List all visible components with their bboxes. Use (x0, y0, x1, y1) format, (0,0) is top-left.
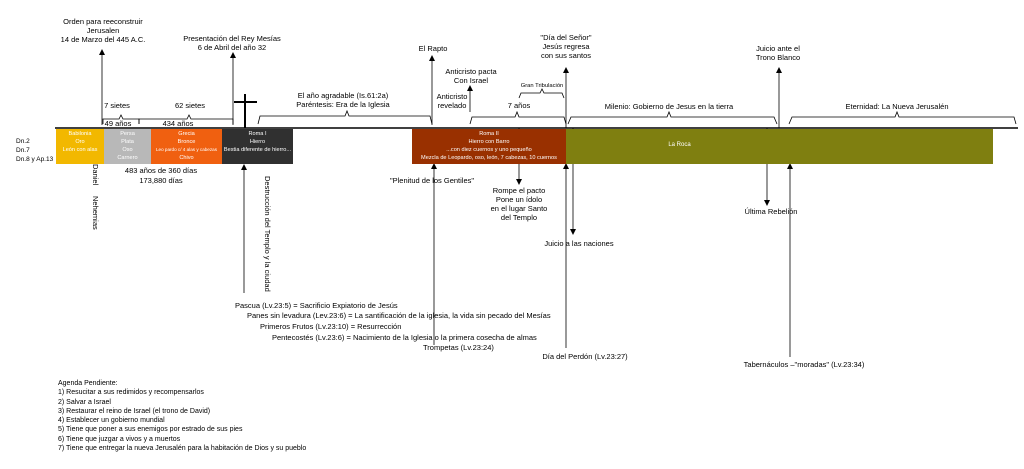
anticristo-pacta-line1: Anticristo pacta (445, 67, 497, 76)
label-49-anos: 49 años (104, 119, 132, 128)
seg-babilonia-line1: Babilonia (68, 131, 92, 137)
seg-roca-line1: La Roca (668, 142, 691, 148)
juicio-trono-line1: Juicio ante el (756, 44, 800, 53)
rompe-line1: Rompe el pacto (492, 186, 546, 195)
anticristo-revelado-line2: revelado (437, 101, 467, 110)
label-dn8: Dn.8 y Ap.13 (16, 156, 54, 163)
seg-persia-line4: Carnero (117, 155, 138, 161)
seg-grecia-line3: Leo pardo c/ 4 alas y cabezas (155, 147, 218, 152)
label-fiesta-pentecostes: Pentecostés (Lv.23:6) = Nacimiento de la… (272, 333, 537, 342)
label-tabernaculos: Tabernáculos –"moradas" (Lv.23:34) (743, 360, 865, 369)
agenda-item-7: 7) Tiene que entregar la nueva Jerusalén… (58, 445, 307, 453)
cross-icon (234, 94, 257, 128)
ano-agradable-line2: Paréntesis: Era de la Iglesia (296, 100, 390, 109)
seg-babilonia-line3: León con alas (62, 147, 98, 153)
orden-line3: 14 de Marzo del 445 A.C. (60, 35, 146, 44)
label-434-anos: 434 años (162, 119, 194, 128)
dia-senor-line1: "Día del Señor" (540, 33, 592, 42)
label-fiesta-primeros-frutos: Primeros Frutos (Lv.23:10) = Resurrecció… (260, 322, 402, 331)
ano-agradable-line1: El año agradable (Is.61:2a) (297, 91, 389, 100)
brace-eternidad (788, 110, 1017, 125)
agenda-item-4: 4) Establecer un gobierno mundial (58, 417, 165, 425)
segment-persia: Persa Plata Oso Carnero (104, 129, 151, 164)
segment-grecia: Grecia Bronce Leo pardo c/ 4 alas y cabe… (151, 129, 222, 164)
agenda-pendiente: Agenda Pendiente: 1) Resucitar a sus red… (58, 379, 306, 453)
agenda-item-6: 6) Tiene que juzgar a vivos y a muertos (58, 435, 181, 443)
label-dn2: Dn.2 (16, 138, 30, 145)
label-eternidad: Eternidad: La Nueva Jerusalén (845, 102, 949, 111)
seg-babilonia-line2: Oro (75, 139, 85, 145)
seg-roma-line2: Hierro (249, 139, 266, 145)
rompe-line4: del Templo (500, 213, 538, 222)
seg-persia-line1: Persa (120, 131, 135, 137)
anticristo-revelado-line1: Anticristo (436, 92, 468, 101)
seg-persia-line2: Plata (121, 139, 134, 145)
seg-roma2-line4: Mezcla de Leopardo, oso, león, 7 cabezas… (421, 155, 557, 161)
label-anticristo-revelado: Anticristo revelado (437, 92, 468, 110)
label-483-anos: 483 años de 360 días (124, 166, 198, 175)
agenda-item-5: 5) Tiene que poner a sus enemigos por es… (58, 426, 243, 434)
dia-senor-line3: con sus santos (540, 51, 592, 60)
orden-line1: Orden para reeconstruir (63, 17, 143, 26)
label-plenitud: "Plenitud de los Gentiles" (389, 176, 475, 185)
seg-roma2-line3: ...con diez cuernos y uno pequeño (446, 147, 532, 153)
label-orden: Orden para reeconstruir Jerusalen 14 de … (61, 17, 146, 44)
label-presentacion: Presentación del Rey Mesías 6 de Abril d… (183, 34, 281, 52)
juicio-trono-line2: Trono Blanco (755, 53, 801, 62)
rompe-line2: Pone un ídolo (495, 195, 543, 204)
agenda-title: Agenda Pendiente: (58, 380, 118, 387)
brace-gran-tribulacion (518, 88, 565, 99)
segment-la-roca: La Roca (566, 129, 793, 164)
anticristo-pacta-line2: Con Israel (453, 76, 489, 85)
label-dia-senor: "Día del Señor" Jesús regresa con sus sa… (540, 33, 591, 60)
seg-roma2-line1: Roma II (479, 131, 499, 137)
segment-roma: Roma I Hierro Bestia diferente de hierro… (222, 129, 293, 164)
segment-roma-ii: Roma II Hierro con Barro ...con diez cue… (412, 129, 566, 164)
label-daniel: Daniel (91, 164, 100, 186)
label-nehemias: Nehemias (91, 196, 100, 230)
label-gran-tribulacion: Gran Tribulación (520, 83, 564, 89)
agenda-item-1: 1) Resucitar a sus redimidos y recompens… (58, 389, 204, 397)
label-juicio-trono: Juicio ante el Trono Blanco (756, 44, 800, 62)
label-173880-dias: 173,880 días (139, 176, 183, 185)
label-dia-perdon: Día del Perdón (Lv.23:27) (542, 352, 628, 361)
seg-grecia-line2: Bronce (177, 139, 196, 145)
brace-milenio (567, 110, 778, 125)
label-rompe: Rompe el pacto Pone un ídolo en el lugar… (491, 186, 548, 222)
seg-persia-line3: Oso (122, 147, 133, 153)
seg-roma2-line2: Hierro con Barro (468, 139, 510, 145)
presentacion-line2: 6 de Abril del año 32 (197, 43, 267, 52)
label-fiesta-panes: Panes sin levadura (Lev.23:6) = La santi… (247, 311, 551, 320)
presentacion-line1: Presentación del Rey Mesías (183, 34, 281, 43)
seg-roma-line1: Roma I (248, 131, 267, 137)
dia-senor-line2: Jesús regresa (542, 42, 590, 51)
brace-ano-agradable (257, 109, 433, 125)
segment-la-roca-continued (793, 129, 993, 164)
brace-62-sietes (138, 114, 234, 124)
orden-line2: Jerusalen (86, 26, 120, 35)
label-milenio: Milenio: Gobierno de Jesus en la tierra (604, 102, 734, 111)
label-juicio-naciones: Juicio a las naciones (544, 239, 614, 248)
label-7-sietes: 7 sietes (104, 101, 130, 110)
label-anticristo-pacta: Anticristo pacta Con Israel (445, 67, 496, 85)
label-dn7: Dn.7 (16, 147, 30, 154)
label-62-sietes: 62 sietes (174, 101, 206, 110)
label-7-anos: 7 años (507, 101, 531, 110)
agenda-item-3: 3) Restaurar el reino de Israel (el tron… (58, 407, 211, 415)
label-destruccion: Destrucción del Templo y la ciudad (263, 176, 272, 292)
label-ultima-rebelion: Última Rebelión (744, 207, 798, 216)
rompe-line3: en el lugar Santo (490, 204, 548, 213)
label-fiesta-trompetas: Trompetas (Lv.23:24) (423, 343, 494, 352)
label-rapto: El Rapto (418, 44, 448, 53)
label-ano-agradable: El año agradable (Is.61:2a) Paréntesis: … (296, 91, 389, 109)
segment-babilonia: Babilonia Oro León con alas (56, 129, 104, 164)
agenda-item-2: 2) Salvar a Israel (58, 398, 111, 406)
seg-grecia-line1: Grecia (178, 131, 195, 137)
seg-grecia-line4: Chivo (179, 155, 194, 161)
seg-roma-line3: Bestia diferente de hierro... (223, 147, 292, 153)
label-fiesta-pascua: Pascua (Lv.23:5) = Sacrificio Expiatorio… (235, 301, 398, 310)
brace-7-anos (469, 110, 567, 125)
